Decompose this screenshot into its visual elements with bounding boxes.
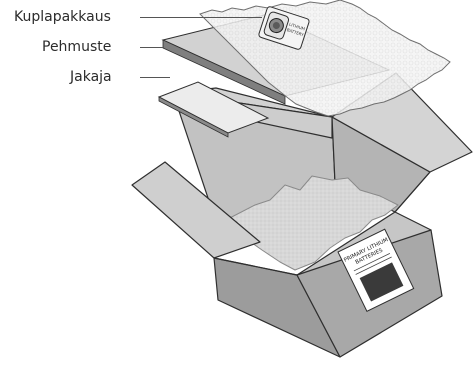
leader-line-cushion (140, 47, 164, 48)
label-cushion: Pehmuste (42, 39, 112, 55)
box-flap-left (131, 161, 261, 259)
cushion-edge (162, 39, 286, 105)
label-bubble-pack: Kuplapakkaus (14, 9, 111, 25)
box-label-block (359, 262, 404, 302)
divider-edge (158, 96, 229, 138)
box-label-panel (337, 228, 415, 312)
pouch-label-line-2: BATTERY (286, 27, 305, 37)
bubble-wrap-bag: LITHIUM BATTERY (199, 0, 451, 117)
battery-cell-center (272, 22, 280, 30)
box-hazard-label: PRIMARY LITHIUM BATTERIES (337, 228, 415, 312)
shipping-box (131, 72, 473, 358)
box-edge (213, 257, 298, 276)
box-foam-liner (221, 175, 399, 271)
box-edge (394, 171, 431, 213)
leader-line-divider (140, 77, 170, 78)
pouch-label-line-1: LITHIUM (289, 22, 307, 32)
leader-line-bubble-pack (140, 17, 262, 18)
box-label-rule (355, 256, 392, 275)
battery-pouch: LITHIUM BATTERY (258, 6, 310, 50)
label-divider: Jakaja (70, 69, 112, 85)
divider-sheet (157, 81, 270, 138)
box-label-rule (353, 253, 391, 272)
